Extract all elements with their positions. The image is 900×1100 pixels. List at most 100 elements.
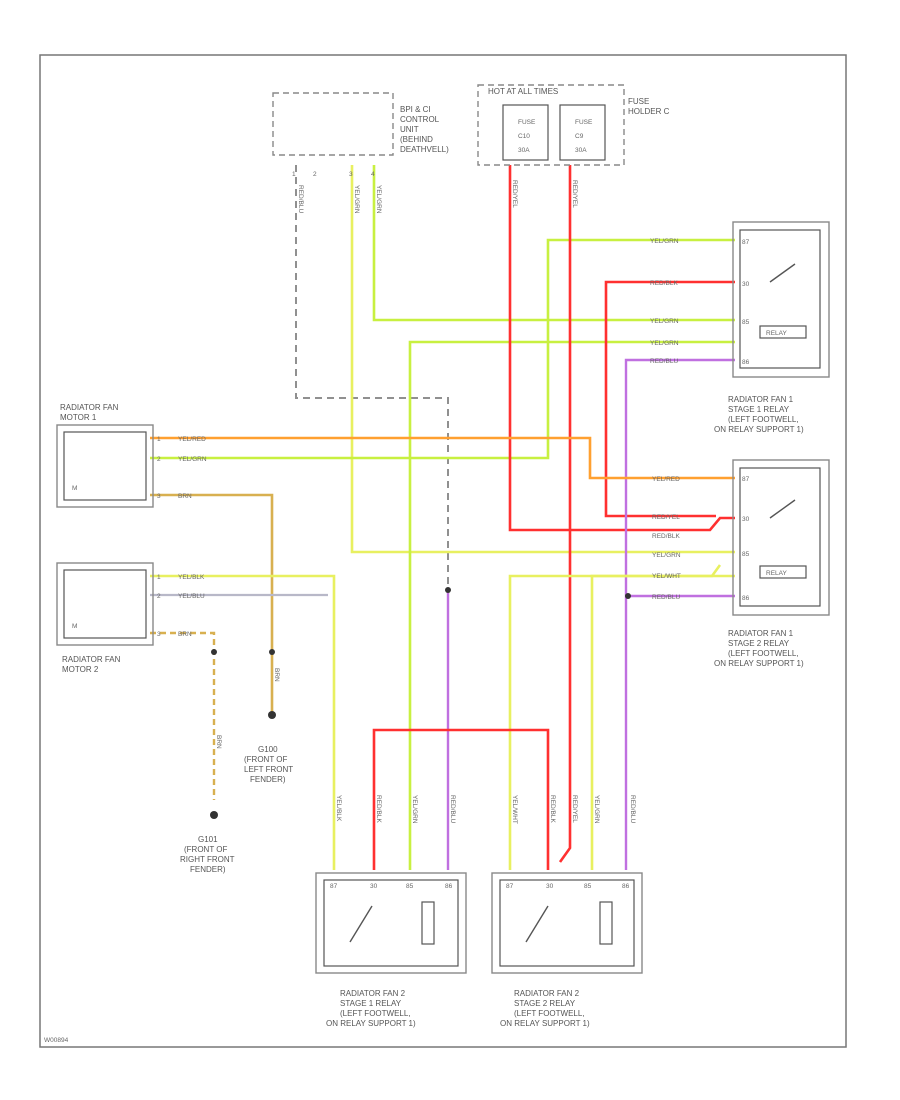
g101-label-2: (FRONT OF [184,845,228,854]
r1-wl-30: RED/BLK [650,280,678,287]
fuse-c10-label-3: 30A [518,147,530,154]
r2-coil-label: RELAY [766,570,787,577]
g100-wl: BRN [273,668,280,682]
r2-pin-30: 30 [742,516,750,523]
splice-r2-86 [625,593,631,599]
wire-red-loop [372,728,550,870]
f2s2-switch [525,905,549,943]
fan2-stage1-label-3: (LEFT FOOTWELL, [340,1009,411,1018]
r1-pin-30: 30 [742,281,750,288]
control-unit-label-1: BPI & CI [400,105,431,114]
f2s1-wl-2: RED/BLK [375,795,382,823]
hot-at-all-times-label: HOT AT ALL TIMES [488,87,558,96]
r2-coil [759,565,807,579]
fan-motor-2-label-2: MOTOR 2 [62,665,99,674]
f2s1-coil [421,901,435,945]
fan2-stage2-relay-inner [499,879,635,967]
m1-pin-3: 3 [157,493,161,500]
wire-r1-to-f2-relay [408,340,735,870]
wire-label-red-blu-top: RED/BLU [297,185,304,213]
g100-ground-point [268,711,276,719]
fan1-stage1-relay-box [732,221,830,378]
fan2-stage2-relay-box [491,872,643,974]
m1-wl-3: BRN [178,493,192,500]
fan-motor-1-box [56,424,154,508]
wire-r1-30 [604,280,735,518]
r1-pin-87: 87 [742,239,750,246]
r2-pin-85: 85 [742,551,750,558]
g100-label-1: G100 [258,745,278,754]
wire-r1-86 [624,358,735,870]
fan1-stage2-label-1: RADIATOR FAN 1 [728,629,794,638]
f2s2-pin-87: 87 [506,883,514,890]
g101-label-4: FENDER) [190,865,226,874]
r1-coil-label: RELAY [766,330,787,337]
cu-pin-2: 2 [313,171,317,178]
f2s1-wl-4: RED/BLU [449,795,456,823]
footer-code: W00894 [44,1037,69,1044]
fuse-c9-label-2: C9 [575,133,584,140]
wire-fuse10-r2 [508,165,735,532]
r2-wl-30b: RED/BLK [652,533,680,540]
fan1-stage1-label-1: RADIATOR FAN 1 [728,395,794,404]
fan2-stage1-label-4: ON RELAY SUPPORT 1) [326,1019,416,1028]
fuse-c10-label-2: C10 [518,133,530,140]
fan-motor-2-label-1: RADIATOR FAN [62,655,121,664]
fuse-c9-label-1: FUSE [575,119,593,126]
f2s1-pin-85: 85 [406,883,414,890]
fan1-stage2-relay-inner [739,467,821,607]
wire-motor1-brn [150,493,274,715]
fan2-stage2-label-1: RADIATOR FAN 2 [514,989,580,998]
f2s1-wl-1: YEL/BLK [335,795,342,822]
fan2-stage2-label-4: ON RELAY SUPPORT 1) [500,1019,590,1028]
fan-motor-1-label-2: MOTOR 1 [60,413,97,422]
fan2-stage1-label-1: RADIATOR FAN 2 [340,989,406,998]
f2s1-pin-87: 87 [330,883,338,890]
control-unit-label-3: UNIT [400,125,419,134]
cu-pin-4: 4 [371,171,375,178]
r2-wl-85a: YEL/GRN [652,552,681,559]
f2s2-wl-1: YEL/WHT [511,795,518,824]
g101-label-1: G101 [198,835,218,844]
m2-wl-1: YEL/BLK [178,574,205,581]
wire-label-red-yel-top-1: RED/YEL [511,180,518,208]
m1-pin-2: 2 [157,456,161,463]
fuse-holder-label-2: HOLDER C [628,107,670,116]
wire-fuse9-f2s2 [558,165,572,863]
r2-switch [769,499,796,519]
fan2-stage2-label-3: (LEFT FOOTWELL, [514,1009,585,1018]
fuse-c9-box [559,104,606,161]
splice-dashed-violet [445,587,451,593]
f2s1-switch [349,905,373,943]
m2-motor-icon: M [72,623,77,630]
m2-pin-3: 3 [157,631,161,638]
m2-wl-3: BRN [178,631,192,638]
fan1-stage1-label-3: (LEFT FOOTWELL, [728,415,799,424]
g101-splice-point [211,649,217,655]
r1-pin-85: 85 [742,319,750,326]
fuse-holder-box [477,84,625,166]
f2s2-coil [599,901,613,945]
wire-motor2-brn [150,631,216,800]
r2-wl-87: YEL/RED [652,476,680,483]
wire-r2-yel [508,574,735,870]
fan1-stage2-label-3: (LEFT FOOTWELL, [728,649,799,658]
r1-wl-86: RED/BLU [650,358,678,365]
r1-coil [759,325,807,339]
fan2-stage1-relay-inner [323,879,459,967]
r2-wl-85b: YEL/WHT [652,573,681,580]
fan2-stage2-label-2: STAGE 2 RELAY [514,999,576,1008]
r2-pin-86: 86 [742,595,750,602]
m2-wl-2: YEL/BLU [178,593,205,600]
control-unit-box [272,92,394,156]
f2s2-wl-4: YEL/GRN [593,795,600,824]
fan1-stage1-label-2: STAGE 1 RELAY [728,405,790,414]
f2s1-pin-30: 30 [370,883,378,890]
g101-wl: BRN [215,735,222,749]
wire-r2-yel2 [590,564,722,870]
fuse-holder-label-1: FUSE [628,97,649,106]
f2s2-wl-5: RED/BLU [629,795,636,823]
control-unit-label-4: (BEHIND [400,135,433,144]
g101-ground-point [210,811,218,819]
g100-label-4: FENDER) [250,775,286,784]
